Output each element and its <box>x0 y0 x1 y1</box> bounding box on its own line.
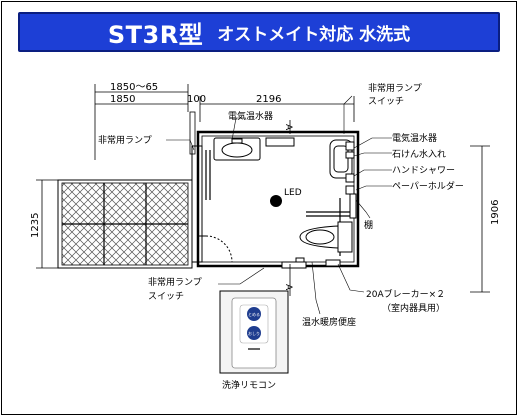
label-emergency-lamp-top-2: スイッチ <box>368 96 404 107</box>
label-emergency-lamp-left: 非常用ランプ <box>98 134 152 146</box>
label-soap-dispenser: 石けん水入れ <box>392 148 446 160</box>
dim-top-base: 1850 <box>110 94 135 105</box>
remote-wash-button <box>247 326 261 340</box>
label-emergency-lamp-bottom-1: 非常用ランプ <box>148 276 202 288</box>
top-water-heater <box>265 137 295 147</box>
remote-stop-button <box>247 307 261 321</box>
label-shelf: 棚 <box>364 219 373 231</box>
dim-top-width: 2196 <box>256 94 281 105</box>
label-led: LED <box>284 188 302 198</box>
leader-lines <box>166 95 392 315</box>
section-a-top: A <box>283 124 293 131</box>
label-water-heater-top: 電気温水器 <box>228 110 273 122</box>
entrance-ramp <box>57 179 193 269</box>
dim-right-height: 1906 <box>490 200 501 225</box>
model-name: ST3R型 <box>107 20 204 49</box>
right-dimension <box>470 145 490 293</box>
top-dimensions <box>94 84 355 160</box>
remote-stop-label: とめる <box>248 311 260 317</box>
wash-remote-control: とめる おしり <box>219 290 289 374</box>
dim-left-height: 1235 <box>30 213 41 238</box>
door <box>198 235 233 263</box>
dim-top-range: 1850～65 <box>110 82 158 93</box>
label-emergency-lamp-top-1: 非常用ランプ <box>368 82 422 94</box>
label-remote: 洗浄リモコン <box>222 379 276 391</box>
title-banner: ST3R型 オストメイト対応 水洗式 <box>18 12 500 52</box>
ostomate-basin <box>329 139 355 195</box>
led-light <box>270 195 282 207</box>
shelf <box>349 193 357 219</box>
top-sink <box>213 137 261 161</box>
label-hand-shower: ハンドシャワー <box>392 166 455 176</box>
label-heated-seat: 温水暖房便座 <box>302 316 356 328</box>
toilet <box>299 221 353 253</box>
dim-top-gap: 100 <box>187 94 206 105</box>
label-breaker-1: 20Aブレーカー×２ <box>366 288 445 300</box>
model-subtitle: オストメイト対応 水洗式 <box>217 24 411 45</box>
bottom-fixtures <box>281 257 341 269</box>
left-dimension <box>36 179 58 269</box>
label-breaker-2: （室内器具用） <box>382 302 445 314</box>
label-water-heater-right: 電気温水器 <box>392 132 437 144</box>
label-emergency-lamp-bottom-2: スイッチ <box>148 291 184 302</box>
remote-wash-label: おしり <box>248 330 260 336</box>
label-paper-holder: ペーパーホルダー <box>392 180 464 192</box>
section-a-bottom: A <box>283 284 293 291</box>
